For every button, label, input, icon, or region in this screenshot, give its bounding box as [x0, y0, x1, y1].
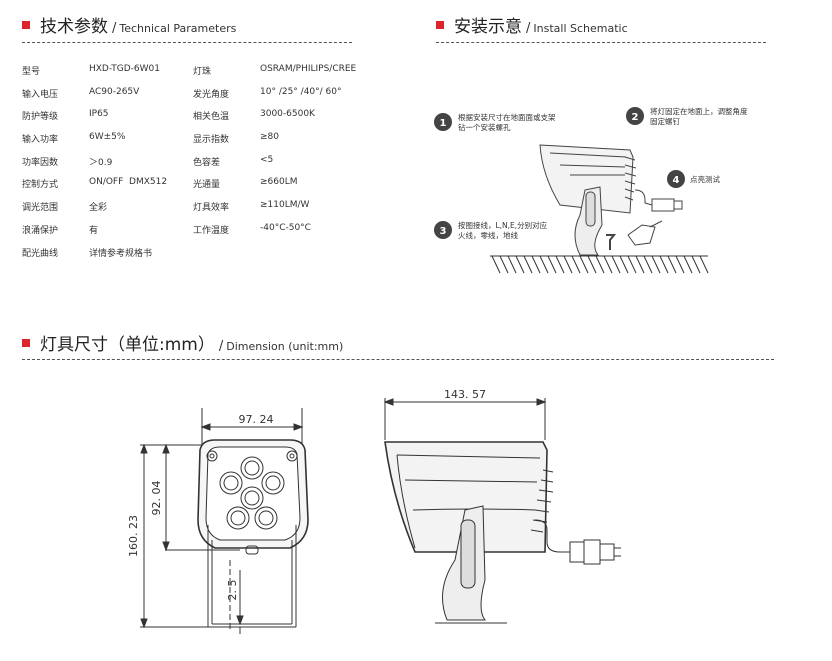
- spec-label: 光通量: [193, 180, 221, 191]
- spec-value: AC90-265V: [89, 86, 140, 97]
- step-badge-3: 3: [434, 221, 452, 239]
- install-title-en: Install Schematic: [533, 22, 628, 35]
- spec-label: 调光范围: [22, 203, 59, 214]
- tech-title-zh: 技术参数: [40, 17, 108, 37]
- spec-value: ≥110LM/W: [260, 200, 310, 211]
- spec-label: 型号: [22, 67, 41, 77]
- spec-label: 防护等级: [22, 112, 59, 123]
- install-title: 安装示意 / Install Schematic: [436, 12, 628, 37]
- dim-side-length: 143. 57: [444, 388, 486, 401]
- tech-divider: [22, 42, 352, 43]
- spec-label: 输入功率: [22, 135, 59, 146]
- spec-value: HXD-TGD-6W01: [89, 64, 161, 74]
- step-badge-4: 4: [667, 170, 685, 188]
- spec-label: 色容差: [193, 157, 221, 168]
- spec-label: 功率因数: [22, 157, 59, 168]
- front-view-drawing: 97. 24 160. 23 92. 04 2. 5: [127, 408, 309, 634]
- red-square-icon: [22, 339, 30, 347]
- spec-value: 6W±5%: [89, 132, 126, 143]
- red-square-icon: [436, 21, 444, 29]
- spec-label: 浪涌保护: [22, 225, 59, 236]
- spec-value: 3000-6500K: [260, 109, 315, 120]
- spec-value: 全彩: [89, 203, 108, 214]
- svg-text:1: 1: [440, 118, 447, 129]
- install-lamp-icon: [539, 144, 683, 256]
- spec-value: OSRAM/PHILIPS/CREE: [260, 64, 357, 74]
- install-schematic-drawing: 1 2 3 4: [434, 107, 709, 274]
- install-step-2-text: 将灯固定在地面上，调整角度 固定螺钉: [650, 107, 748, 126]
- dimension-title-sep: /: [218, 339, 224, 354]
- spec-value: ≥80: [260, 132, 279, 143]
- spec-label: 工作温度: [193, 225, 230, 236]
- tech-title-sep: /: [112, 21, 117, 36]
- install-title-sep: /: [526, 21, 531, 36]
- spec-label: 灯具效率: [193, 203, 230, 214]
- install-step-3-text: 按图接线，L,N,E,分别对应 火线，零线，地线: [458, 221, 548, 240]
- dim-bracket-thickness: 2. 5: [226, 580, 239, 601]
- spec-value: 有: [89, 225, 99, 236]
- tech-title-en: Technical Parameters: [119, 22, 237, 35]
- dim-total-height: 160. 23: [127, 515, 140, 557]
- install-step-4-text: 点亮测试: [690, 175, 720, 184]
- spec-value: ＞0.9: [89, 157, 113, 168]
- install-title-zh: 安装示意: [454, 17, 522, 37]
- dimension-title-en: Dimension (unit:mm): [226, 340, 344, 353]
- red-square-icon: [22, 21, 30, 29]
- spec-value: 详情参考规格书: [89, 248, 153, 259]
- step-badge-1: 1: [434, 113, 452, 131]
- dimension-divider: [22, 359, 774, 360]
- svg-text:3: 3: [440, 226, 447, 237]
- spec-value: -40°C-50°C: [260, 222, 311, 233]
- spec-label: 显示指数: [193, 135, 230, 146]
- step-badge-2: 2: [626, 107, 644, 125]
- spec-label: 控制方式: [22, 180, 59, 191]
- spec-label: 输入电压: [22, 89, 59, 100]
- dim-head-height: 92. 04: [150, 481, 163, 516]
- spec-value: 10° /25° /40°/ 60°: [260, 86, 342, 97]
- spec-label: 灯珠: [193, 67, 212, 77]
- install-step-1-text: 根据安装尺寸在地面面或支架 钻一个安装螺孔: [458, 113, 556, 132]
- svg-text:2: 2: [632, 112, 639, 123]
- dim-front-width: 97. 24: [239, 413, 274, 426]
- spec-label: 相关色温: [193, 112, 230, 123]
- spec-value: IP65: [89, 109, 109, 120]
- dimension-title: 灯具尺寸（单位:mm） / Dimension (unit:mm): [22, 330, 343, 355]
- spec-label: 发光角度: [193, 89, 230, 100]
- tech-params-title: 技术参数 / Technical Parameters: [22, 12, 236, 37]
- spec-value: ON/OFF DMX512: [89, 177, 168, 188]
- svg-text:4: 4: [673, 175, 680, 186]
- spec-value: ≥660LM: [260, 177, 298, 188]
- install-divider: [436, 42, 766, 43]
- spec-label: 配光曲线: [22, 248, 59, 259]
- side-view-drawing: 143. 57: [383, 388, 621, 624]
- ground-hatch: [490, 255, 709, 274]
- spec-value: <5: [260, 154, 274, 165]
- dimension-title-zh: 灯具尺寸（单位:mm）: [40, 335, 215, 355]
